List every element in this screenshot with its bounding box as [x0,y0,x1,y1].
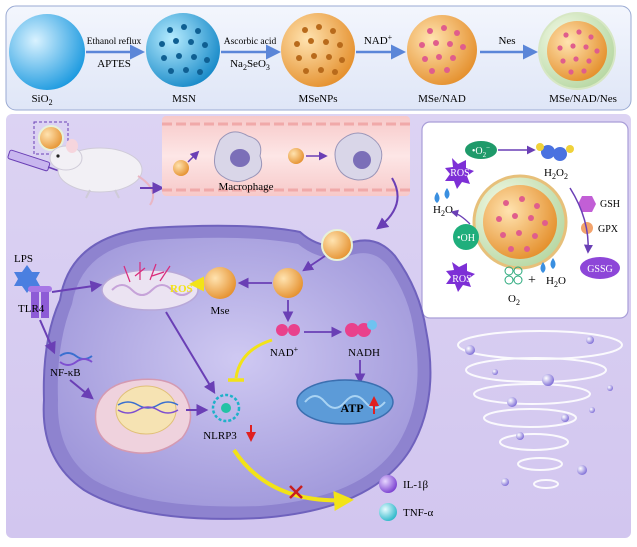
arrow-tlr4-to-nfkb [39,319,56,355]
ros-star-2 [446,262,475,292]
oh-radical-badge [453,224,479,250]
oxygen-bubbles-icon [504,266,523,285]
arrow-entering-to-particle [302,255,326,272]
mitochondrion-damaged [101,262,199,311]
o2-radical-badge [465,141,497,159]
h2o-label-2: H2O [546,275,566,289]
arrow3-label: NAD+ [364,33,393,47]
arrow1-bottom-label: APTES [97,58,131,70]
plus-label: + [528,273,536,288]
msn-particle [146,13,220,87]
atp-label: ATP [340,401,363,415]
gsh-label: GSH [600,199,620,210]
nadh-molecule [345,320,377,337]
macrophage-label: Macrophage [219,181,274,193]
nlrp3-inflammasome [211,393,241,423]
h2o2-molecule [536,143,574,161]
tnfa-icon [379,503,397,521]
injection-particle [38,125,64,151]
entering-particle [321,229,353,261]
arrow-ros-to-nlrp3 [165,311,216,395]
oh-radical-label: •OH [457,233,475,244]
arrow1-top-label: Ethanol reflux [87,36,142,47]
stage5-label: MSe/NAD/Nes [549,93,617,105]
vessel-particle [173,160,189,176]
block-cross-icon [289,485,303,499]
macrophage-cell-2 [334,132,383,181]
gssg-badge [580,257,620,279]
ros-center-particle [472,174,568,270]
arrow-tlr4-to-ros [51,280,103,293]
arrow2-bottom-label: Na2SeO3 [230,58,270,72]
water-drops-icon-2 [540,258,556,273]
nadh-label: NADH [348,347,380,359]
sio2-particle [9,14,85,90]
stage2-label: MSN [172,93,196,105]
o2-radical-label: •O2− [472,144,490,159]
mouse-icon [49,139,154,206]
mse-particle-2 [273,268,303,298]
stage3-label: MSeNPs [298,93,337,105]
h2o2-label: H2O2 [544,167,568,181]
msenad-particle [407,15,477,85]
arrow4-label: Nes [498,35,515,47]
arrow-vessel-to-cell [376,177,399,230]
h2o-label-1: H2O [433,204,453,218]
ros-star-2-label: ROS [452,274,471,285]
ros-star-1-label: ROS [450,168,469,179]
gsh-icon [578,196,596,212]
arrow-vessel-1 [187,150,200,163]
arrow2-top-label: Ascorbic acid [224,37,277,47]
tlr4-receptor [28,286,52,318]
gpx-label: GPX [598,224,619,235]
arrow-h2o2-to-gssg [569,187,593,254]
msenadnes-particle [538,12,616,90]
macrophage-cell [214,131,263,182]
tornado-swirl [457,330,623,489]
gssg-label: GSSG [587,264,613,275]
swirl-bubbles [465,336,613,486]
vessel-particle-2 [288,148,304,164]
mse-particle [204,267,236,299]
il1b-label: IL-1β [403,479,429,491]
nucleus-er [94,378,192,454]
ros-star-1 [445,158,474,189]
il1b-icon [379,475,397,493]
o2-label: O2 [508,293,520,307]
inhibition-nad-nlrp3 [234,338,273,379]
water-drops-icon [434,188,450,203]
mse-label: Mse [211,305,230,317]
nlrp3-label: NLRP3 [203,430,237,442]
nad-label: NAD+ [270,345,299,359]
nfkb-label: NF-κB [50,367,81,379]
nfkb-dna-icon [59,352,93,366]
tnfa-label: TNF-α [403,507,433,519]
mito-ros-label: ROS [170,283,193,295]
tlr4-label: TLR4 [18,303,45,315]
stage1-label: SiO2 [31,93,52,107]
lps-label: LPS [14,253,33,265]
nad-molecule [276,324,300,336]
arrow-oh-to-h2o [450,209,471,225]
arrow-nfkb-to-nucleus [69,379,94,400]
mitochondrion-atp [296,379,394,425]
stage4-label: MSe/NAD [418,93,466,105]
blocked-release-arrow [232,448,354,511]
msenps-particle [281,13,355,87]
